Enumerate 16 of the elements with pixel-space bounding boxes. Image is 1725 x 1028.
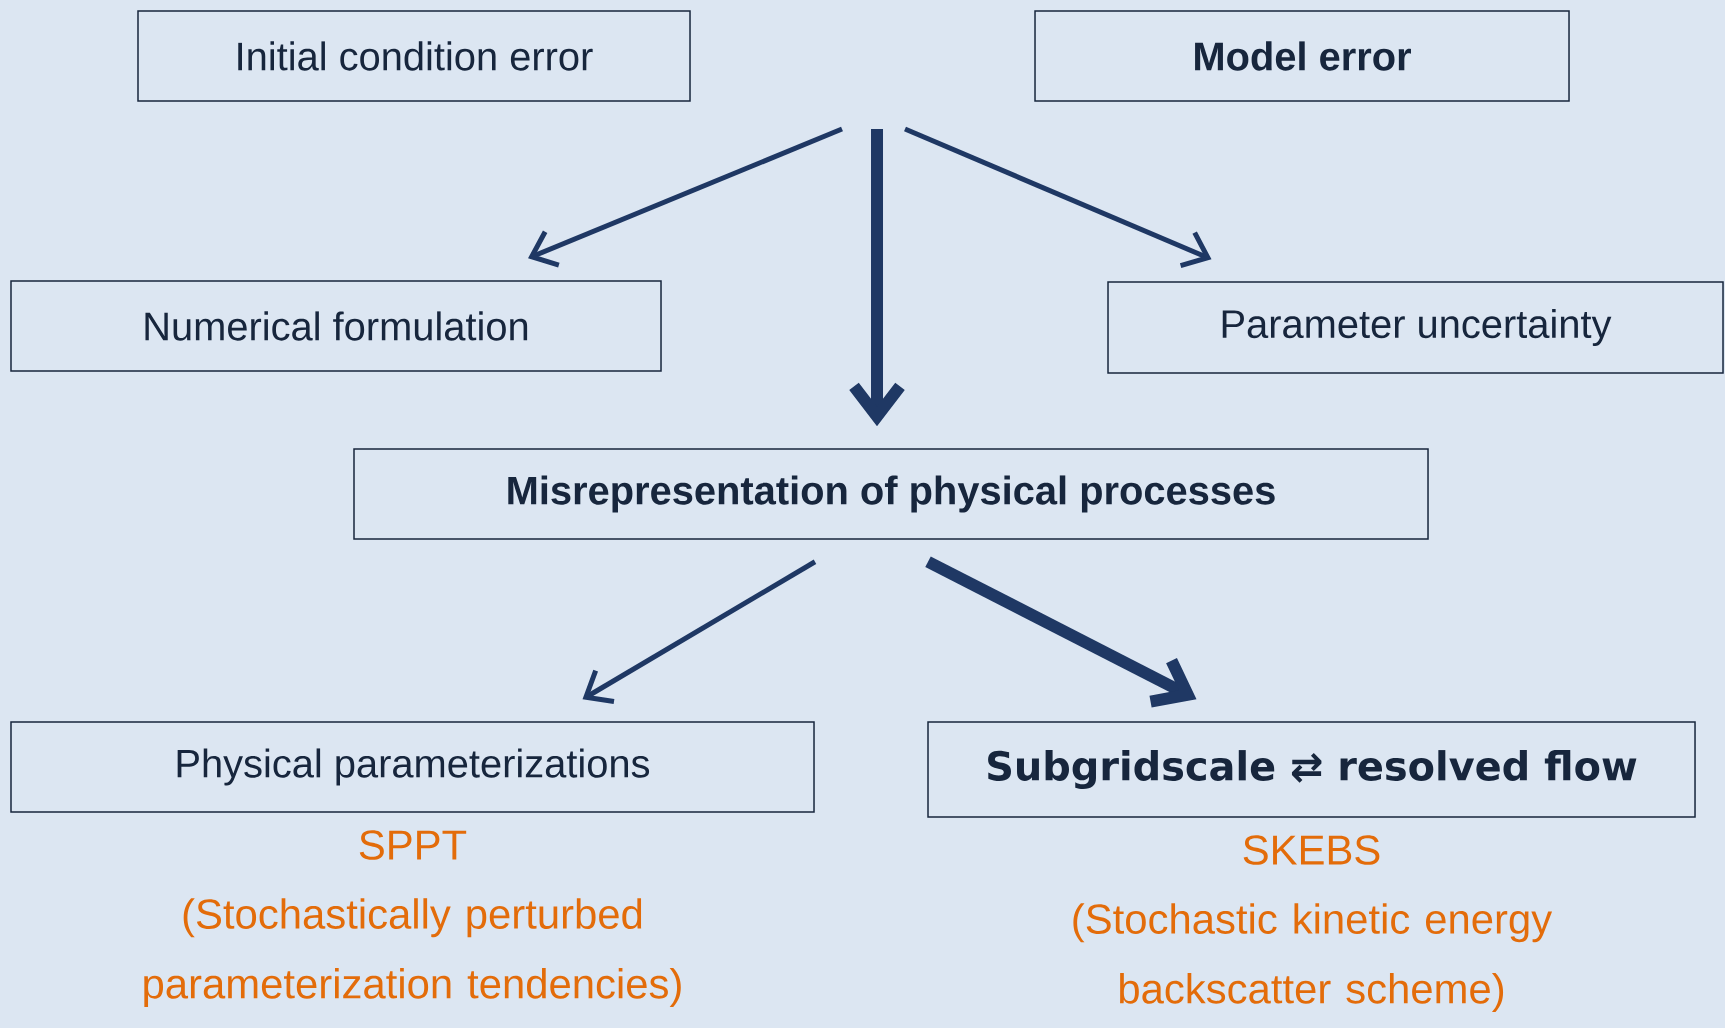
- arrow: [904, 126, 1212, 269]
- arrow: [849, 129, 905, 427]
- label-box: Initial condition error: [137, 10, 691, 102]
- acronym-label: SPPT: [359, 830, 467, 860]
- description-text: (Stochastically perturbed parameterization tendencies): [144, 898, 681, 1007]
- arrow: [528, 126, 843, 268]
- label-box: Parameter uncertainty: [1107, 281, 1724, 374]
- description-text: (Stochastic kinetic energy backscatter scheme): [1073, 903, 1553, 1012]
- acronym-label: SKEBS: [1243, 835, 1380, 865]
- arrow: [582, 559, 817, 704]
- label-box: Numerical formulation: [10, 280, 662, 372]
- label-box: Physical parameterizations: [10, 721, 815, 813]
- label-box: Subgridscale ⇄ resolved flow: [927, 721, 1696, 818]
- arrow: [925, 556, 1197, 708]
- label-box: Model error: [1034, 10, 1570, 102]
- label-box: Misrepresentation of physical processes: [353, 448, 1429, 540]
